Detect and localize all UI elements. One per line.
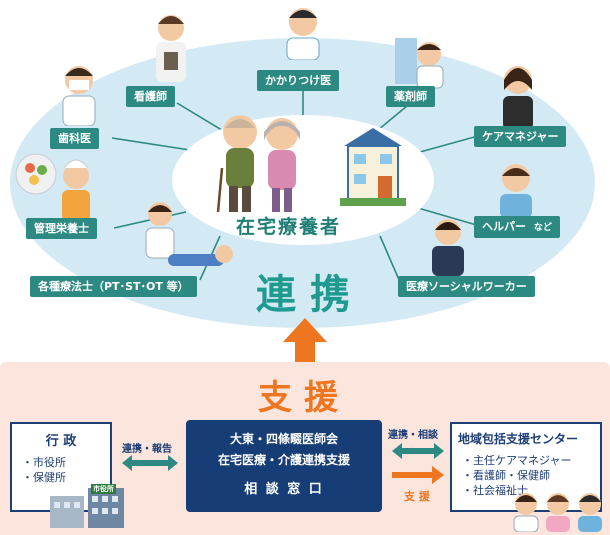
staff-illustration bbox=[513, 493, 602, 532]
government-item: ・保健所 bbox=[22, 471, 66, 484]
community-center-item: ・看護師・保健師 bbox=[462, 469, 550, 482]
nurse-label: 看護師 bbox=[126, 86, 175, 107]
community-center-item: ・社会福祉士 bbox=[462, 484, 528, 497]
doctor-label: かかりつけ医 bbox=[257, 70, 340, 91]
desk-line-2: 在宅医療・介護連携支援 bbox=[217, 453, 350, 467]
helper-label-suffix: など bbox=[533, 223, 552, 233]
up-arrow-icon bbox=[283, 318, 327, 370]
elderly-couple-illustration bbox=[216, 115, 300, 213]
therapist-illustration bbox=[145, 202, 233, 266]
nurse-illustration bbox=[156, 15, 186, 82]
community-center-item: ・主任ケアマネジャー bbox=[462, 454, 572, 467]
support-small-label: 支 援 bbox=[404, 490, 430, 503]
government-title: 行 政 bbox=[45, 434, 77, 449]
dentist-illustration bbox=[62, 66, 96, 126]
double-arrow-icon bbox=[392, 443, 444, 459]
line-care-manager bbox=[419, 135, 479, 153]
community-center-title: 地域包括支援センター bbox=[458, 432, 579, 446]
desk-line-1: 大東・四條畷医師会 bbox=[229, 432, 338, 446]
dietitian-label: 管理栄養士 bbox=[26, 218, 97, 239]
doctor-illustration bbox=[286, 8, 320, 60]
pharmacist-illustration bbox=[395, 38, 444, 89]
link-consult-label: 連携・相談 bbox=[388, 430, 438, 441]
city-hall-illustration bbox=[50, 488, 124, 528]
patient-label: 在宅療養者 bbox=[236, 216, 342, 238]
care-manager-label: ケアマネジャー bbox=[474, 126, 567, 147]
dietitian-illustration bbox=[15, 153, 90, 222]
helper-label-text: ヘルパー bbox=[482, 220, 526, 233]
line-dentist bbox=[111, 137, 191, 151]
line-social-worker bbox=[379, 235, 401, 283]
link-report-label: 連携・報告 bbox=[122, 444, 172, 455]
desk-line-3: 相 談 窓 口 bbox=[244, 482, 324, 497]
city-hall-sign: 市役所 bbox=[91, 484, 116, 494]
line-helper bbox=[417, 207, 481, 227]
social-worker-label: 医療ソーシャルワーカー bbox=[398, 276, 535, 297]
support-label: 支援 bbox=[258, 378, 350, 418]
consultation-desk: 大東・四條畷医師会 在宅医療・介護連携支援 相 談 窓 口 bbox=[186, 420, 382, 512]
care-manager-illustration bbox=[503, 66, 533, 130]
support-arrow-icon bbox=[392, 466, 444, 484]
cooperation-label: 連携 bbox=[256, 272, 364, 318]
double-arrow-icon bbox=[122, 455, 178, 471]
dentist-label: 歯科医 bbox=[50, 128, 99, 149]
house-illustration bbox=[340, 128, 406, 206]
helper-illustration bbox=[500, 164, 532, 218]
therapist-label: 各種療法士（PT･ST･OT 等） bbox=[30, 276, 197, 297]
pharmacist-label: 薬剤師 bbox=[386, 86, 435, 107]
helper-label: ヘルパー など bbox=[474, 216, 560, 238]
social-worker-illustration bbox=[432, 219, 464, 276]
government-item: ・市役所 bbox=[22, 456, 66, 469]
